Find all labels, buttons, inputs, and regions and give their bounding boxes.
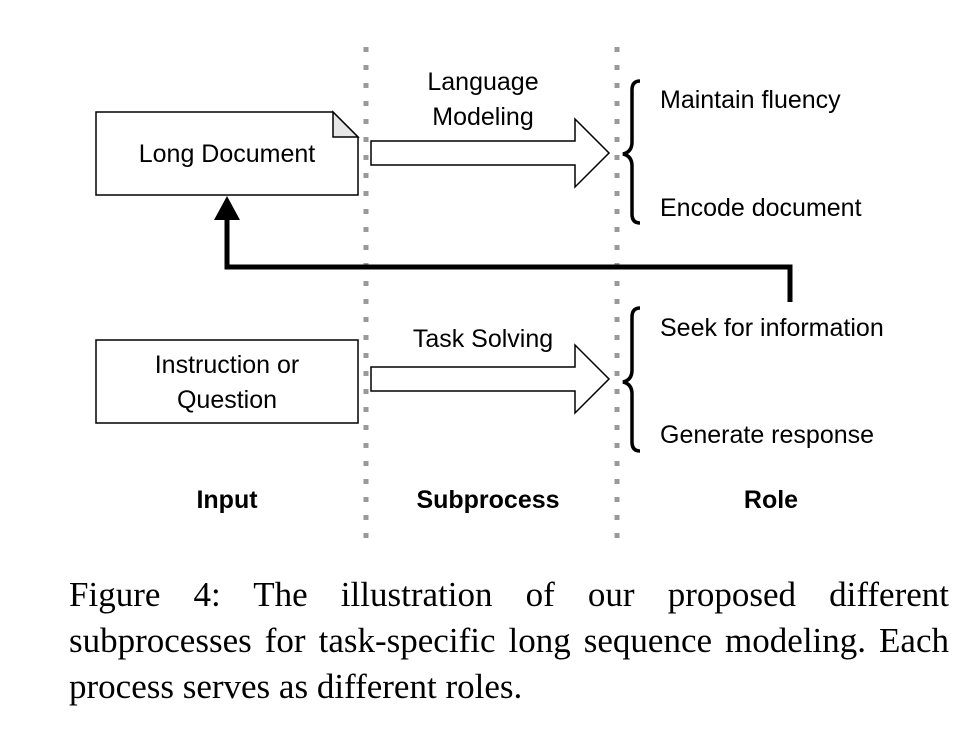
figure-caption: Figure 4: The illustration of our propos…: [69, 575, 949, 706]
task-solving-label: Task Solving: [413, 325, 553, 353]
instruction-label-line2: Question: [177, 386, 277, 414]
subprocess-diagram: Long Document Instruction or Question La…: [95, 47, 884, 538]
brace-top: [622, 79, 641, 225]
instruction-label-line1: Instruction or: [155, 351, 300, 379]
language-modeling-arrow: Language Modeling: [370, 68, 611, 189]
role-maintain-fluency: Maintain fluency: [660, 86, 841, 114]
language-modeling-line2: Modeling: [432, 103, 533, 131]
column-role: Role: [744, 486, 798, 514]
role-seek-information: Seek for information: [660, 314, 884, 342]
brace-bottom: [622, 306, 641, 453]
language-modeling-line1: Language: [427, 68, 538, 96]
role-encode-document: Encode document: [660, 194, 862, 222]
feedback-arrow: [214, 196, 793, 302]
long-document-label: Long Document: [139, 140, 316, 168]
column-input: Input: [196, 486, 258, 514]
instruction-box: Instruction or Question: [95, 339, 359, 424]
long-document-box: Long Document: [95, 110, 360, 196]
role-generate-response: Generate response: [660, 421, 874, 449]
column-subprocess: Subprocess: [416, 486, 559, 514]
task-solving-arrow: Task Solving: [370, 325, 611, 415]
